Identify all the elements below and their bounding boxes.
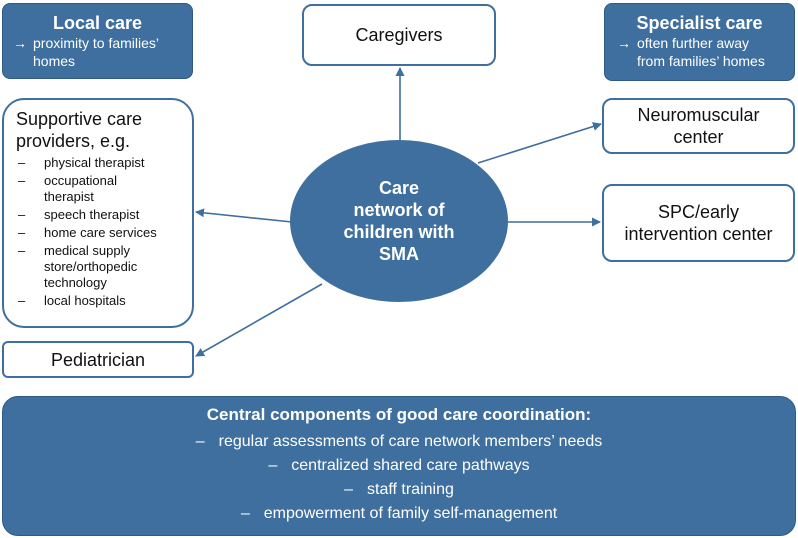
caregivers-box: Caregivers xyxy=(302,4,496,66)
list-item: –speech therapist xyxy=(18,207,140,222)
list-item: –physical therapist xyxy=(18,155,145,170)
caregivers-label: Caregivers xyxy=(355,25,443,45)
arrow-to-supportive xyxy=(195,208,293,223)
local-care-subtitle: →proximity to families’ homes xyxy=(13,35,160,69)
list-item: –regular assessments of care network mem… xyxy=(195,433,603,450)
specialist-care-box: Specialist care →often further away from… xyxy=(604,3,795,81)
care-coordination-title: Central components of good care coordina… xyxy=(206,405,592,424)
local-care-box: Local care →proximity to families’ homes xyxy=(2,3,193,79)
care-network-label: Care network of children with SMA xyxy=(343,178,455,264)
list-item: –empowerment of family self-management xyxy=(240,505,558,522)
list-item: –home care services xyxy=(18,225,157,240)
arrow-to-pediatrician xyxy=(195,283,323,357)
right-arrow-icon: → xyxy=(617,35,631,51)
local-care-title: Local care xyxy=(52,13,143,33)
pediatrician-label: Pediatrician xyxy=(50,349,146,370)
specialist-care-title: Specialist care xyxy=(636,13,763,33)
list-item: –staff training xyxy=(344,481,454,498)
pediatrician-box: Pediatrician xyxy=(2,341,194,378)
list-item: –local hospitals xyxy=(18,293,126,308)
care-coordination-box: Central components of good care coordina… xyxy=(2,396,796,536)
care-network-ellipse: Care network of children with SMA xyxy=(290,140,508,302)
specialist-care-subtitle: →often further away from families’ homes xyxy=(617,35,765,69)
arrow-to-neuromuscular xyxy=(477,122,602,164)
right-arrow-icon: → xyxy=(13,35,27,51)
list-item: –centralized shared care pathways xyxy=(268,457,530,474)
